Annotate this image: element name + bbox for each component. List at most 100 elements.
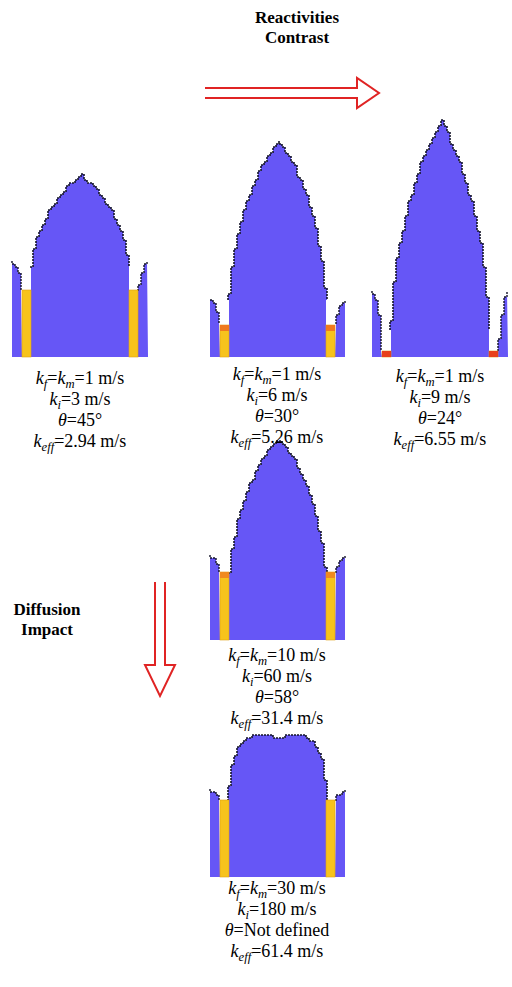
text-run: =	[240, 645, 250, 665]
side-crystal	[498, 291, 508, 357]
crystal-panel	[210, 441, 345, 640]
text-run: =Not defined	[234, 920, 330, 940]
arrow-label: Diffusion Impact	[4, 600, 90, 639]
crystal-panel	[12, 174, 148, 357]
math-symbol: k	[34, 431, 42, 451]
math-symbol: k	[237, 899, 245, 919]
math-symbol: θ	[58, 410, 67, 430]
interface-band	[220, 800, 229, 877]
subscript: m	[425, 375, 434, 389]
text-run: =	[47, 368, 57, 388]
text-run: =24°	[427, 408, 462, 428]
parameter-label: keff=6.55 m/s	[394, 429, 487, 450]
crystal-edge	[210, 789, 219, 801]
side-crystal	[210, 300, 220, 357]
parameter-label: ki=180 m/s	[237, 899, 316, 920]
subscript: f	[44, 377, 48, 391]
math-symbol: θ	[418, 408, 427, 428]
side-crystal	[335, 300, 345, 357]
text-run: =	[240, 878, 250, 898]
subscript: m	[65, 377, 74, 391]
math-symbol: k	[246, 385, 254, 405]
crystal-edge	[498, 291, 507, 351]
text-run: =58°	[264, 687, 299, 707]
interface-band	[326, 325, 335, 357]
subscript: m	[258, 887, 267, 901]
subscript: f	[241, 373, 245, 387]
crystal-edge	[30, 174, 129, 267]
crystal-panel	[372, 120, 508, 357]
crystal-panels	[12, 120, 508, 877]
crystal-panel	[210, 735, 345, 877]
parameter-label: keff=2.94 m/s	[34, 431, 127, 452]
text-run: =1 m/s	[272, 364, 322, 384]
interface-band	[220, 325, 229, 357]
text-run: =1 m/s	[435, 366, 485, 386]
crystal-edge	[228, 141, 327, 300]
crystal-edge	[138, 261, 147, 291]
horizontal-arrow	[205, 78, 379, 108]
interface-band	[129, 290, 138, 357]
parameter-label: keff=31.4 m/s	[231, 708, 324, 729]
math-symbol: k	[396, 366, 404, 386]
parameter-label: ki=3 m/s	[49, 389, 110, 410]
main-crystal	[228, 141, 327, 357]
math-symbol: k	[36, 368, 44, 388]
crystal-edge	[390, 120, 489, 330]
text-run: =3 m/s	[61, 389, 111, 409]
side-crystal	[335, 789, 345, 877]
math-symbol: k	[231, 427, 239, 447]
parameter-label: θ=30°	[255, 406, 299, 427]
interface-band	[326, 800, 335, 877]
math-symbol: θ	[225, 920, 234, 940]
interface-band	[22, 290, 31, 357]
main-crystal	[228, 441, 327, 640]
subscript: f	[404, 375, 408, 389]
crystal-edge	[210, 300, 219, 324]
math-symbol: k	[250, 878, 258, 898]
interface-band	[220, 572, 229, 640]
interface-band	[489, 351, 498, 357]
main-crystal	[390, 120, 489, 357]
subscript: f	[236, 654, 240, 668]
parameter-label: kf=km=1 m/s	[36, 368, 124, 389]
text-run: =180 m/s	[249, 899, 317, 919]
text-run: =9 m/s	[421, 387, 471, 407]
parameter-label: keff=5.26 m/s	[231, 427, 324, 448]
parameter-label: ki=9 m/s	[409, 387, 470, 408]
parameter-label: θ=58°	[255, 687, 299, 708]
interface-cap	[326, 572, 335, 578]
side-crystal	[335, 555, 345, 640]
math-symbol: k	[242, 666, 250, 686]
text-run: =	[407, 366, 417, 386]
math-symbol: θ	[255, 687, 264, 707]
subscript: i	[417, 396, 421, 410]
arrow-label: Reactivities Contrast	[232, 8, 362, 47]
parameter-label: ki=60 m/s	[242, 666, 312, 687]
text-run: =1 m/s	[75, 368, 125, 388]
parameter-label: kf=km=30 m/s	[228, 878, 325, 899]
interface-cap	[220, 572, 229, 578]
parameter-label: kf=km=1 m/s	[396, 366, 484, 387]
text-run: =5.26 m/s	[251, 427, 323, 447]
crystal-panel	[210, 141, 345, 357]
math-symbol: k	[57, 368, 65, 388]
subscript: eff	[402, 438, 415, 452]
interface-cap	[489, 351, 498, 357]
interface-cap	[220, 325, 229, 331]
subscript: i	[254, 394, 258, 408]
parameter-label: θ=45°	[58, 410, 102, 431]
interface-band	[382, 351, 391, 357]
text-run: =45°	[67, 410, 102, 430]
math-symbol: k	[394, 429, 402, 449]
main-crystal	[30, 174, 129, 357]
math-symbol: k	[254, 364, 262, 384]
side-crystal	[372, 291, 382, 357]
text-run: =	[244, 364, 254, 384]
math-symbol: k	[231, 708, 239, 728]
crystal-edge	[336, 789, 345, 801]
text-run: =6.55 m/s	[414, 429, 486, 449]
math-symbol: k	[250, 645, 258, 665]
math-symbol: k	[233, 364, 241, 384]
